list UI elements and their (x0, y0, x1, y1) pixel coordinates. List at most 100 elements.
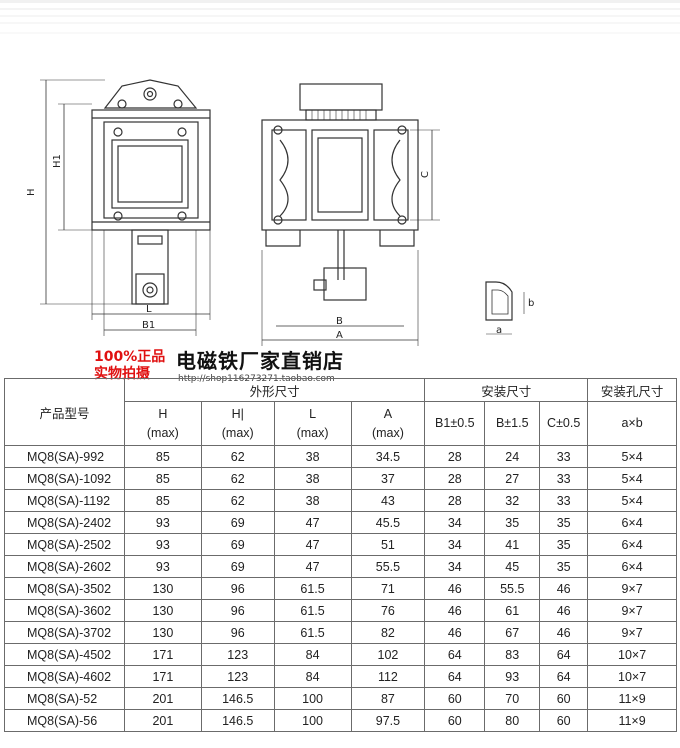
table-cell: 112 (350, 665, 426, 688)
table-cell: 64 (539, 643, 589, 666)
header-col: A(max) (350, 401, 426, 446)
table-cell: 38 (273, 489, 352, 512)
table-cell: 84 (273, 643, 352, 666)
cell-model: MQ8(SA)-56 (4, 709, 125, 732)
header-col: C±0.5 (539, 401, 589, 446)
table-cell: 46 (424, 577, 486, 600)
table-cell: 34 (424, 511, 486, 534)
table-cell: 93 (484, 665, 541, 688)
table-cell: 46 (539, 577, 589, 600)
table-cell: 60 (424, 687, 486, 710)
table-cell: 71 (350, 577, 426, 600)
dim-label-b: b (528, 298, 534, 309)
table-cell: 55.5 (484, 577, 541, 600)
side-view (261, 83, 440, 346)
table-cell: 27 (484, 467, 541, 490)
table-cell: 47 (273, 533, 352, 556)
cell-model: MQ8(SA)-992 (4, 445, 125, 468)
table-cell: 51 (350, 533, 426, 556)
table-cell: 64 (424, 665, 486, 688)
table-cell: 33 (539, 489, 589, 512)
table-cell: 146.5 (200, 687, 275, 710)
background-stripes (0, 0, 680, 34)
table-cell: 35 (539, 533, 589, 556)
dim-label-H: H (26, 188, 37, 196)
header-group-install: 安装尺寸 (424, 378, 589, 402)
table-cell: 100 (273, 687, 352, 710)
cell-model: MQ8(SA)-4602 (4, 665, 125, 688)
table-cell: 6×4 (587, 555, 677, 578)
cell-model: MQ8(SA)-3502 (4, 577, 125, 600)
table-cell: 47 (273, 555, 352, 578)
table-cell: 34 (424, 533, 486, 556)
table-cell: 28 (424, 445, 486, 468)
dim-label-a: a (496, 325, 502, 336)
cell-model: MQ8(SA)-3702 (4, 621, 125, 644)
table-cell: 69 (200, 533, 275, 556)
table-cell: 85 (123, 489, 202, 512)
table-cell: 84 (273, 665, 352, 688)
table-cell: 46 (539, 621, 589, 644)
cell-model: MQ8(SA)-3602 (4, 599, 125, 622)
table-cell: 61.5 (273, 599, 352, 622)
table-cell: 80 (484, 709, 541, 732)
table-header-row-1: 产品型号 外形尺寸 安装尺寸 安装孔尺寸 (4, 378, 677, 446)
cell-model: MQ8(SA)-2502 (4, 533, 125, 556)
header-col: B±1.5 (484, 401, 541, 446)
table-cell: 28 (424, 489, 486, 512)
table-cell: 35 (539, 555, 589, 578)
table-cell: 9×7 (587, 621, 677, 644)
cell-model: MQ8(SA)-2402 (4, 511, 125, 534)
table-cell: 64 (424, 643, 486, 666)
table-cell: 38 (273, 445, 352, 468)
table-cell: 60 (539, 687, 589, 710)
header-group-hole: 安装孔尺寸 (587, 378, 677, 402)
table-cell: 93 (123, 555, 202, 578)
table-cell: 61.5 (273, 621, 352, 644)
table-cell: 55.5 (350, 555, 426, 578)
dim-label-L: L (146, 304, 152, 315)
table-cell: 9×7 (587, 599, 677, 622)
dim-label-A: A (336, 330, 343, 341)
table-cell: 6×4 (587, 511, 677, 534)
table-cell: 62 (200, 445, 275, 468)
cell-model: MQ8(SA)-2602 (4, 555, 125, 578)
header-col: H|(max) (200, 401, 275, 446)
table-cell: 171 (123, 665, 202, 688)
table-cell: 146.5 (200, 709, 275, 732)
table-cell: 64 (539, 665, 589, 688)
header-col: a×b (587, 401, 677, 446)
table-cell: 11×9 (587, 687, 677, 710)
table-cell: 46 (424, 599, 486, 622)
table-cell: 130 (123, 599, 202, 622)
table-cell: 6×4 (587, 533, 677, 556)
table-cell: 38 (273, 467, 352, 490)
table-cell: 10×7 (587, 643, 677, 666)
dim-label-B1: B1 (142, 320, 155, 331)
cell-model: MQ8(SA)-1092 (4, 467, 125, 490)
table-cell: 97.5 (350, 709, 426, 732)
table-cell: 85 (123, 445, 202, 468)
cell-model: MQ8(SA)-4502 (4, 643, 125, 666)
header-model: 产品型号 (4, 378, 125, 446)
table-cell: 47 (273, 511, 352, 534)
table-cell: 123 (200, 665, 275, 688)
header-group-outer: 外形尺寸 (123, 378, 426, 402)
table-cell: 35 (539, 511, 589, 534)
spec-table: 产品型号 外形尺寸 安装尺寸 安装孔尺寸 H(max) H|(max) L(ma… (4, 378, 677, 732)
technical-drawing: H H1 L B1 B A C a b (0, 0, 680, 346)
table-cell: 45.5 (350, 511, 426, 534)
hole-detail (485, 281, 525, 335)
table-cell: 46 (539, 599, 589, 622)
table-cell: 9×7 (587, 577, 677, 600)
table-cell: 60 (539, 709, 589, 732)
table-cell: 24 (484, 445, 541, 468)
